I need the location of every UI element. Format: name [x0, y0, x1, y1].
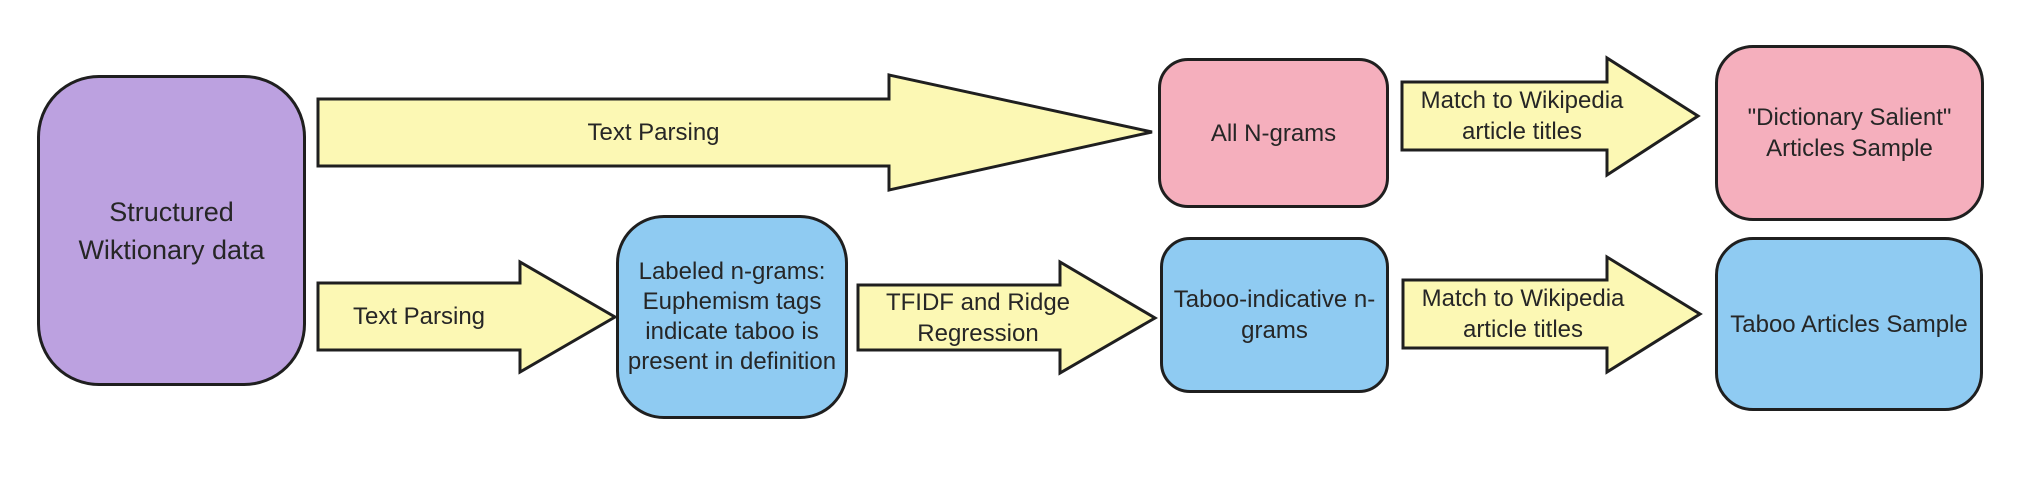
arrow-shape — [316, 73, 1153, 192]
arrow-shape — [1400, 55, 1701, 178]
node-dictionary-salient-articles-sample: "Dictionary Salient" Articles Sample — [1715, 45, 1984, 221]
arrow-shape — [856, 259, 1158, 376]
arrow-text-parsing-top-icon — [316, 73, 1153, 192]
arrow-match-wikipedia-top-icon — [1400, 55, 1701, 178]
arrow-shape — [1401, 254, 1703, 375]
node-taboo-articles-sample: Taboo Articles Sample — [1715, 237, 1983, 411]
arrow-shape — [316, 259, 618, 375]
arrow-label-tfidf-ridge: TFIDF and Ridge Regression — [885, 288, 1071, 347]
arrow-match-wikipedia-bottom-icon — [1401, 254, 1703, 375]
arrow-label-match-wikipedia-top: Match to Wikipedia article titles — [1420, 87, 1624, 145]
arrow-label-text-parsing-top: Text Parsing — [587, 119, 720, 146]
arrow-text-parsing-bottom-icon — [316, 259, 618, 375]
node-all-ngrams: All N-grams — [1158, 58, 1389, 208]
arrow-tfidf-ridge-icon — [856, 259, 1158, 376]
arrow-label-match-wikipedia-bottom: Match to Wikipedia article titles — [1421, 285, 1625, 343]
node-structured-wiktionary-data: Structured Wiktionary data — [37, 75, 306, 386]
node-taboo-indicative-ngrams: Taboo-indicative n- grams — [1160, 237, 1389, 393]
arrow-label-text-parsing-bottom: Text Parsing — [352, 303, 486, 330]
node-labeled-ngrams: Labeled n-grams: Euphemism tags indicate… — [616, 215, 848, 419]
